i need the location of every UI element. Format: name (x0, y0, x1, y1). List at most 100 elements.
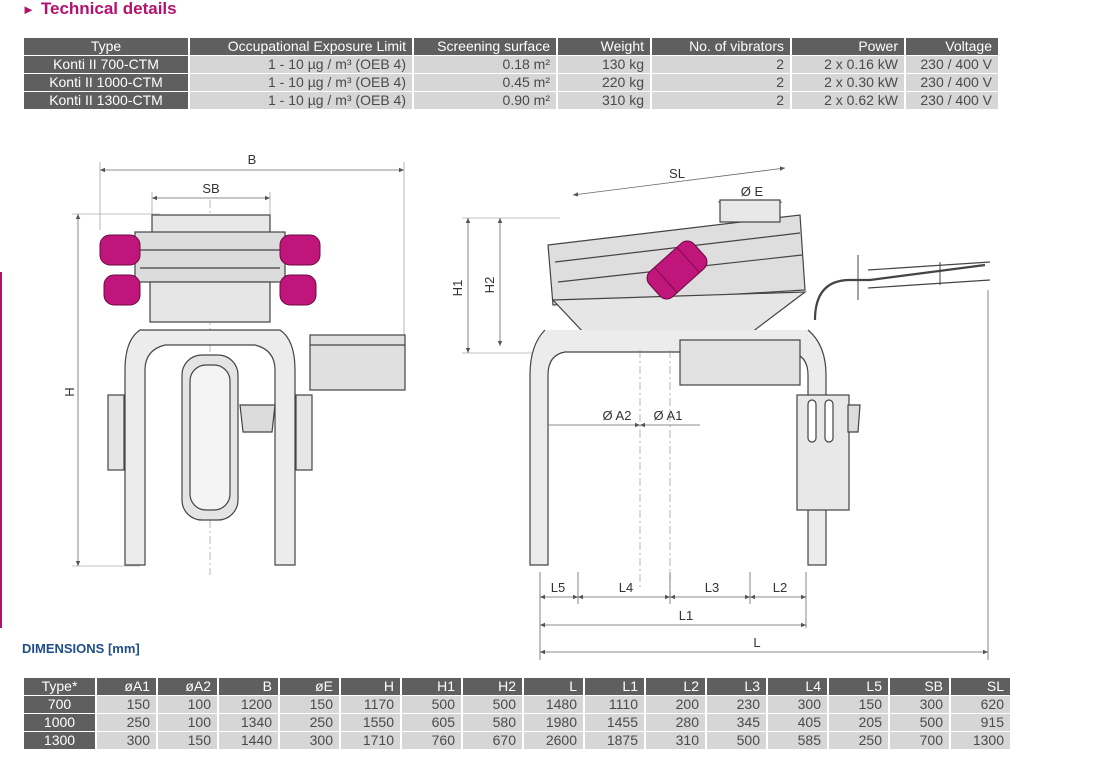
table-cell: 0.45 m² (414, 74, 556, 91)
dim-label-b: B (248, 152, 257, 167)
column-header: L2 (646, 678, 705, 695)
column-header: Occupational Exposure Limit (190, 38, 412, 55)
table-cell: 2 x 0.16 kW (792, 56, 904, 73)
table-cell: 1000 (24, 714, 95, 731)
column-header: H2 (463, 678, 522, 695)
vibrator-motor-right (279, 234, 321, 306)
table-cell: 1455 (585, 714, 644, 731)
table-cell: Konti II 1000-CTM (24, 74, 188, 91)
table-header-row: Type* øA1 øA2 B øE H H1 H2 L L1 L2 L3 L4… (24, 678, 1010, 695)
table-cell: 620 (951, 696, 1010, 713)
table-cell: 1 - 10 µg / m³ (OEB 4) (190, 92, 412, 109)
technical-drawing: B SB H (62, 152, 991, 660)
table-cell: 1170 (341, 696, 400, 713)
table-cell: 605 (402, 714, 461, 731)
column-header: øA2 (158, 678, 217, 695)
table-header-row: Type Occupational Exposure Limit Screeni… (24, 38, 998, 55)
table-cell: 500 (890, 714, 949, 731)
table-row: 1300 300 150 1440 300 1710 760 670 2600 … (24, 732, 1010, 749)
table-cell: 230 / 400 V (906, 74, 998, 91)
table-cell: 100 (158, 714, 217, 731)
table-cell: 2 (652, 92, 790, 109)
column-header: Screening surface (414, 38, 556, 55)
technical-details-table: Type Occupational Exposure Limit Screeni… (22, 37, 1000, 110)
side-accent-bar (0, 272, 2, 628)
table-cell: 700 (24, 696, 95, 713)
table-cell: 1300 (24, 732, 95, 749)
column-header: Weight (558, 38, 650, 55)
table-cell: 2 x 0.62 kW (792, 92, 904, 109)
table-cell: 280 (646, 714, 705, 731)
table-cell: 1550 (341, 714, 400, 731)
table-cell: 100 (158, 696, 217, 713)
column-header: L1 (585, 678, 644, 695)
table-cell: 1980 (524, 714, 583, 731)
table-cell: 220 kg (558, 74, 650, 91)
table-cell: 300 (768, 696, 827, 713)
table-cell: 310 (646, 732, 705, 749)
table-cell: 2 (652, 74, 790, 91)
dim-label-e: Ø E (741, 184, 764, 199)
column-header: SB (890, 678, 949, 695)
table-cell: 1480 (524, 696, 583, 713)
table-cell: 300 (890, 696, 949, 713)
section-heading: ► Technical details (22, 0, 177, 20)
dim-label-l1: L1 (679, 608, 693, 623)
section-heading-text: Technical details (40, 0, 177, 18)
table-cell: 0.90 m² (414, 92, 556, 109)
column-header: øA1 (97, 678, 156, 695)
table-cell: 250 (280, 714, 339, 731)
column-header: Type (24, 38, 188, 55)
dimensions-table: Type* øA1 øA2 B øE H H1 H2 L L1 L2 L3 L4… (22, 677, 1012, 750)
table-cell: 1110 (585, 696, 644, 713)
table-cell: 2 x 0.30 kW (792, 74, 904, 91)
table-cell: 250 (97, 714, 156, 731)
table-cell: 405 (768, 714, 827, 731)
column-header: SL (951, 678, 1010, 695)
table-cell: 150 (97, 696, 156, 713)
table-cell: 1710 (341, 732, 400, 749)
table-cell: 700 (890, 732, 949, 749)
table-cell: 580 (463, 714, 522, 731)
table-row: 1000 250 100 1340 250 1550 605 580 1980 … (24, 714, 1010, 731)
table-cell: 2600 (524, 732, 583, 749)
table-cell: Konti II 1300-CTM (24, 92, 188, 109)
column-header: No. of vibrators (652, 38, 790, 55)
table-cell: 670 (463, 732, 522, 749)
column-header: L4 (768, 678, 827, 695)
table-cell: 0.18 m² (414, 56, 556, 73)
table-cell: 345 (707, 714, 766, 731)
vibrator-motor-left (99, 234, 141, 306)
column-header: L (524, 678, 583, 695)
table-cell: 300 (97, 732, 156, 749)
column-header: H (341, 678, 400, 695)
front-view (72, 162, 406, 575)
triangle-right-icon: ► (22, 1, 35, 17)
table-cell: Konti II 700-CTM (24, 56, 188, 73)
dim-label-a2: Ø A2 (603, 408, 632, 423)
dim-label-h2: H2 (482, 277, 497, 294)
column-header: Power (792, 38, 904, 55)
dim-label-l2: L2 (773, 580, 787, 595)
column-header: Voltage (906, 38, 998, 55)
table-cell: 150 (158, 732, 217, 749)
table-cell: 230 / 400 V (906, 92, 998, 109)
table-cell: 1 - 10 µg / m³ (OEB 4) (190, 56, 412, 73)
table-cell: 2 (652, 56, 790, 73)
column-header: H1 (402, 678, 461, 695)
table-cell: 200 (646, 696, 705, 713)
dim-label-l3: L3 (705, 580, 719, 595)
table-cell: 500 (707, 732, 766, 749)
table-row: Konti II 1000-CTM 1 - 10 µg / m³ (OEB 4)… (24, 74, 998, 91)
dim-label-h1: H1 (450, 280, 465, 297)
table-row: 700 150 100 1200 150 1170 500 500 1480 1… (24, 696, 1010, 713)
dim-label-l5: L5 (551, 580, 565, 595)
dim-label-a1: Ø A1 (654, 408, 683, 423)
dim-label-l: L (753, 635, 760, 650)
vibrator-motor-side (646, 240, 708, 300)
column-header: L3 (707, 678, 766, 695)
table-cell: 1440 (219, 732, 278, 749)
dim-label-l4: L4 (619, 580, 633, 595)
table-cell: 1200 (219, 696, 278, 713)
table-cell: 1340 (219, 714, 278, 731)
